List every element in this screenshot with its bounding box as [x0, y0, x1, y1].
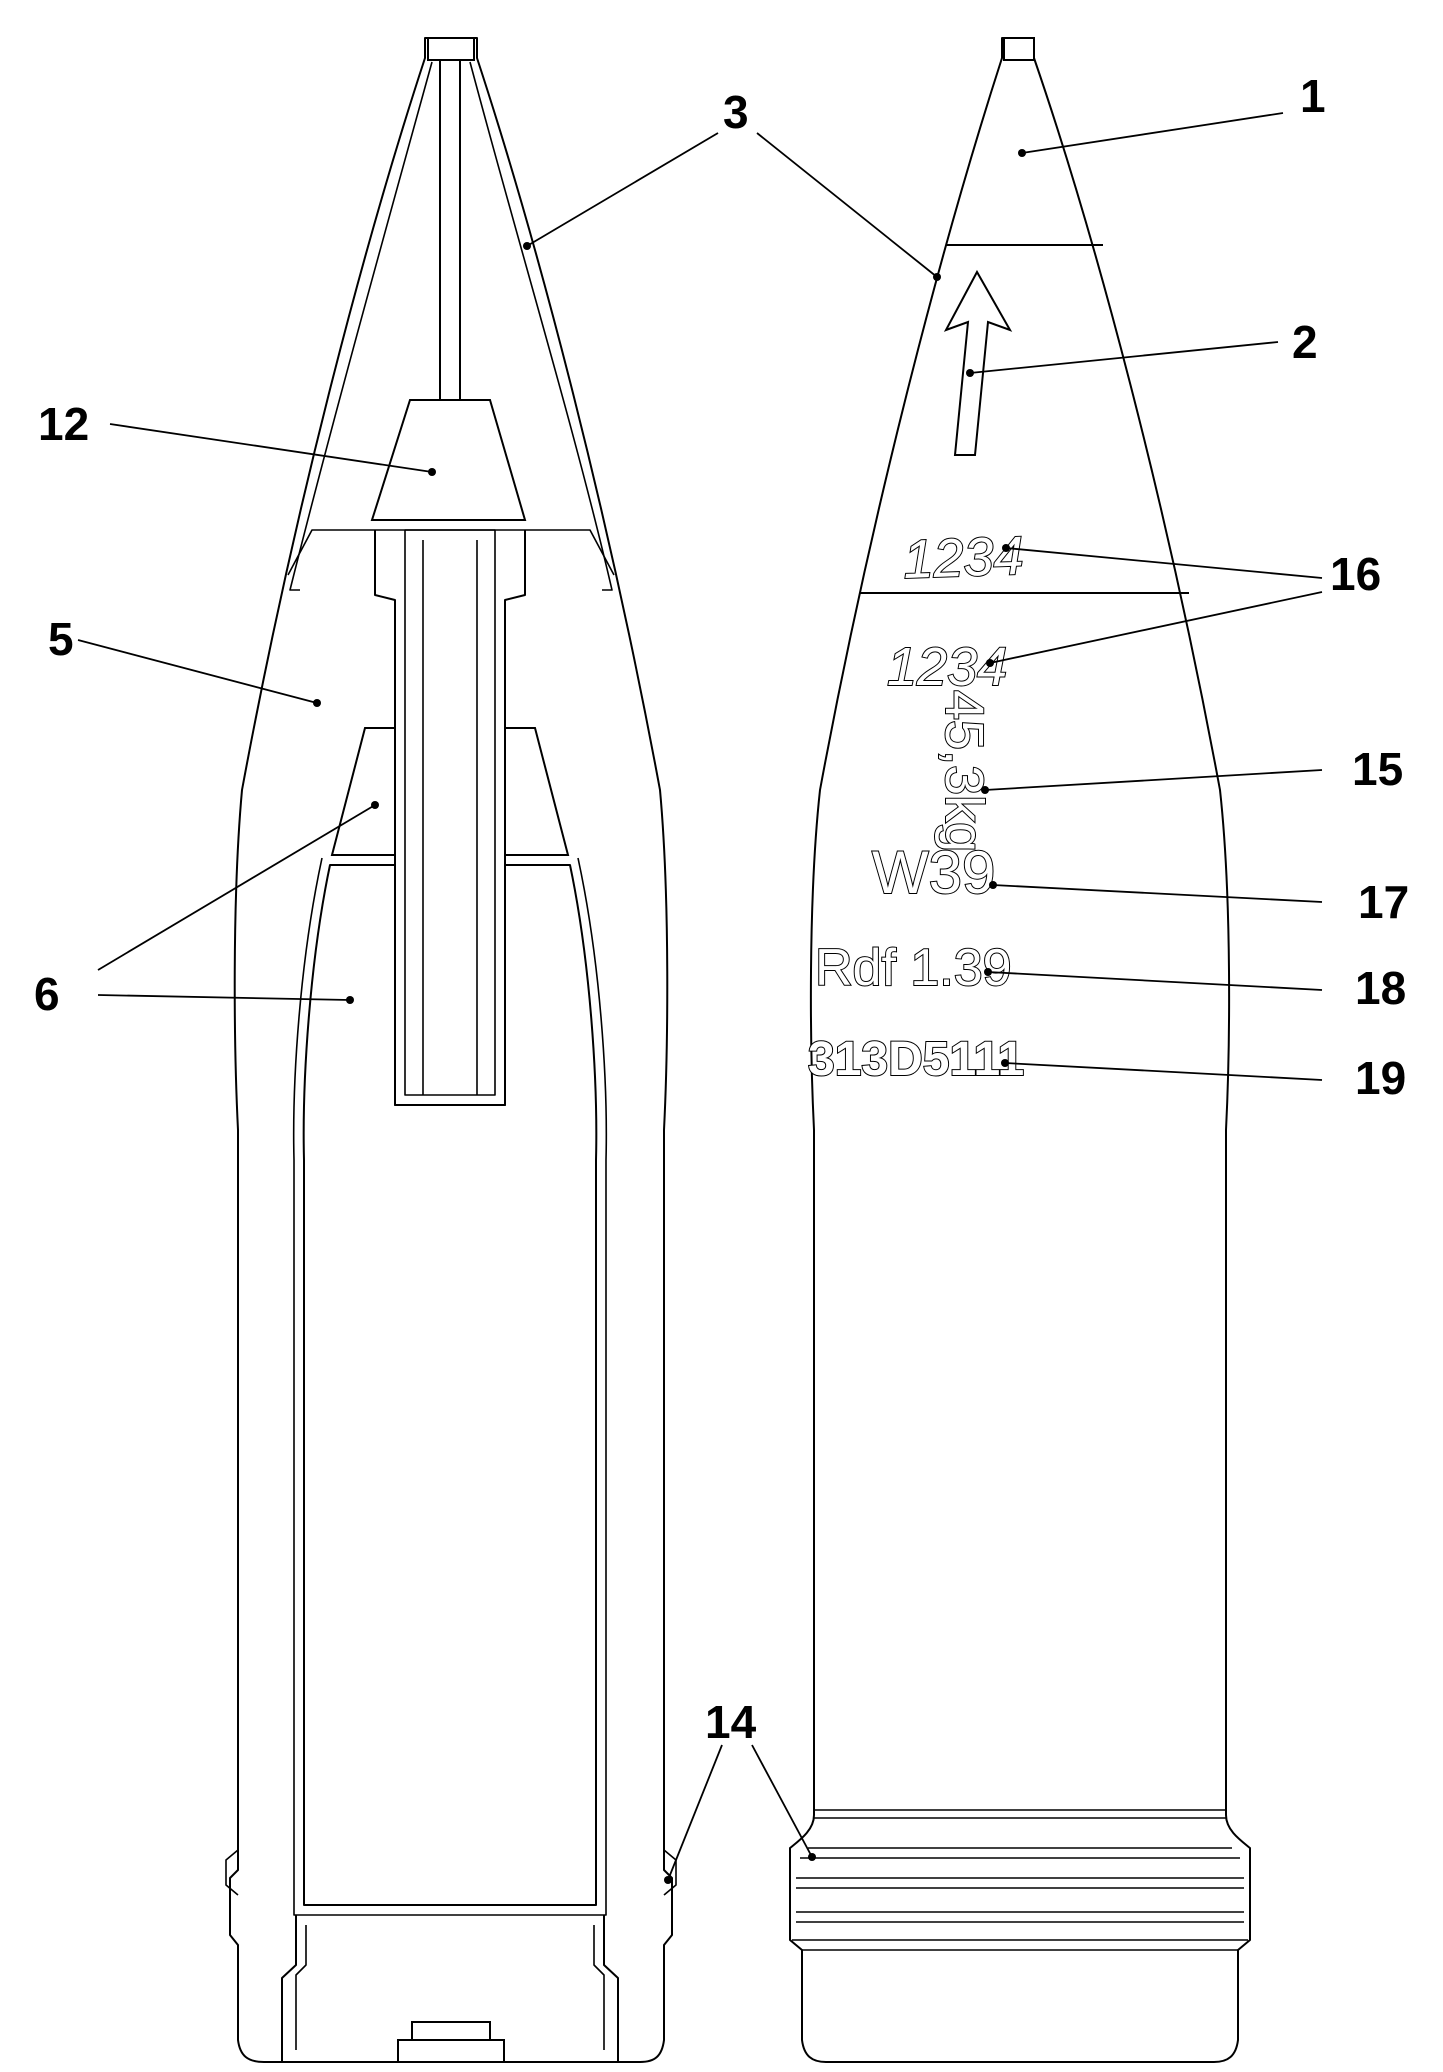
- base-plug-flange: [397, 2039, 505, 2063]
- leader-lines: [77, 112, 1323, 1884]
- marking-w39: W39: [872, 839, 995, 906]
- marking-rdf: Rdf 1.39: [815, 939, 1012, 997]
- driving-band: [792, 1809, 1248, 1951]
- fuze-cavity: [374, 530, 526, 1106]
- callout-labels: 1 2 3 5 6 12 14 15 16 17 18 19: [34, 70, 1409, 1748]
- booster-charge: [370, 399, 527, 521]
- windshield-inner-line: [289, 61, 613, 591]
- explosive-fill-main: [302, 864, 598, 1906]
- left-driving-band: [225, 1849, 677, 1896]
- right-tip-cap: [1003, 37, 1035, 61]
- callout-17: 17: [1358, 876, 1409, 928]
- callout-3: 3: [723, 86, 749, 138]
- right-outer-body: [789, 37, 1251, 2063]
- left-tip-cap: [427, 37, 475, 61]
- callout-5: 5: [48, 613, 74, 665]
- callout-19: 19: [1355, 1052, 1406, 1104]
- callout-12: 12: [38, 398, 89, 450]
- explosive-fill-upper-right: [504, 727, 570, 856]
- explosive-fill-main-inner: [292, 857, 608, 1916]
- direction-arrow: [943, 269, 1013, 456]
- marking-weight: 45,3kg: [934, 690, 994, 852]
- callout-15: 15: [1352, 743, 1403, 795]
- left-center-rod: [439, 59, 461, 401]
- sectioned-projectile: [225, 37, 677, 2063]
- callout-18: 18: [1355, 962, 1406, 1014]
- callout-1: 1: [1300, 70, 1326, 122]
- body-joint-band: [287, 529, 615, 576]
- callout-16: 16: [1330, 548, 1381, 600]
- projectile-base: [281, 1915, 619, 2062]
- callout-2: 2: [1292, 316, 1318, 368]
- fuze-cavity-liner: [404, 529, 496, 1096]
- marking-lot-lower: 1234: [887, 637, 1007, 697]
- base-inner: [295, 1925, 605, 2050]
- callout-14: 14: [705, 1696, 757, 1748]
- marking-part-number: 313D5111: [808, 1033, 1024, 1086]
- marking-lot-upper: 1234: [902, 526, 1024, 590]
- exterior-projectile: 1234 1234 45,3kg W39 Rdf 1.39 313D5111: [789, 37, 1251, 2063]
- callout-6: 6: [34, 968, 60, 1020]
- explosive-fill-upper-left: [330, 727, 396, 856]
